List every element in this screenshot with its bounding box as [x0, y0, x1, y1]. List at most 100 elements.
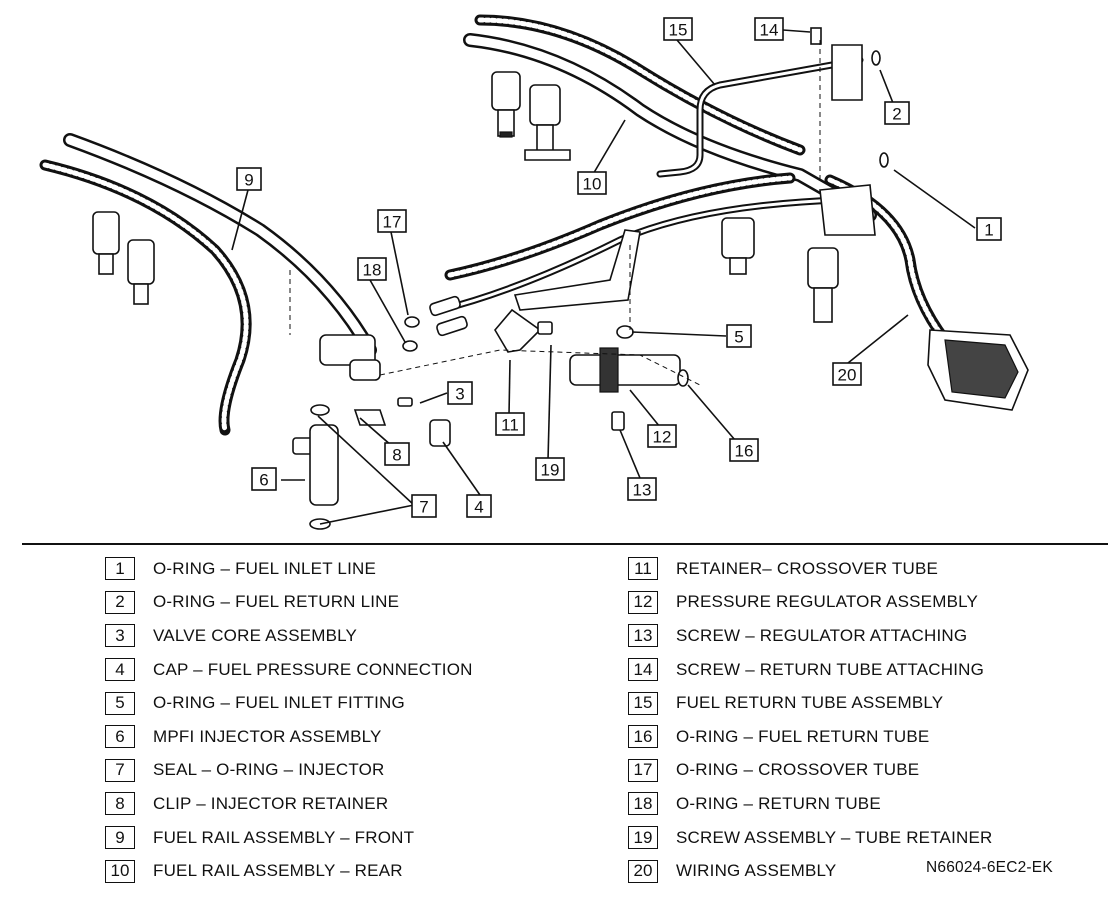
legend-label: VALVE CORE ASSEMBLY: [153, 625, 358, 645]
legend-label: SCREW – REGULATOR ATTACHING: [676, 625, 968, 645]
legend-item-7: 7 SEAL – O-RING – INJECTOR: [105, 754, 473, 788]
legend-number: 11: [628, 557, 658, 581]
callout-11: 11: [495, 412, 525, 436]
svg-text:3: 3: [455, 385, 464, 404]
legend-divider: [22, 543, 1108, 545]
callout-20: 20: [832, 362, 862, 386]
svg-text:8: 8: [392, 446, 401, 465]
callout-3: 3: [447, 381, 473, 405]
svg-text:18: 18: [363, 261, 382, 280]
legend-item-5: 5 O-RING – FUEL INLET FITTING: [105, 686, 473, 720]
legend-label: FUEL RETURN TUBE ASSEMBLY: [676, 693, 944, 713]
legend-number: 8: [105, 792, 135, 816]
legend-number: 3: [105, 624, 135, 648]
legend-item-13: 13 SCREW – REGULATOR ATTACHING: [628, 619, 993, 653]
callout-18: 18: [357, 257, 387, 281]
legend-label: SCREW – RETURN TUBE ATTACHING: [676, 659, 985, 679]
legend-number: 7: [105, 758, 135, 782]
callout-17: 17: [377, 209, 407, 233]
legend-item-20: 20 WIRING ASSEMBLY: [628, 854, 993, 888]
front-injector-2: [127, 239, 155, 305]
legend-number: 18: [628, 792, 658, 816]
legend-label: O-RING – CROSSOVER TUBE: [676, 760, 920, 780]
legend-number: 9: [105, 826, 135, 850]
front-injector-1: [92, 211, 120, 275]
legend-label: FUEL RAIL ASSEMBLY – REAR: [153, 861, 403, 881]
callout-8: 8: [384, 442, 410, 466]
rear-injector-1: [491, 71, 521, 138]
o-ring-crossover-tube: [404, 316, 420, 328]
valve-core: [397, 397, 413, 407]
callout-5: 5: [726, 324, 752, 348]
svg-text:20: 20: [838, 366, 857, 385]
legend-number: 4: [105, 658, 135, 682]
svg-text:2: 2: [892, 105, 901, 124]
legend-label: FUEL RAIL ASSEMBLY – FRONT: [153, 827, 415, 847]
o-ring-fuel-return-tube: [677, 369, 689, 387]
fuel-rail-rear: [463, 14, 877, 323]
legend-item-15: 15 FUEL RETURN TUBE ASSEMBLY: [628, 686, 993, 720]
svg-text:10: 10: [583, 175, 602, 194]
screw-tube-retainer: [537, 321, 553, 335]
o-ring-return-tube: [402, 340, 418, 352]
legend-number: 19: [628, 826, 658, 850]
legend-number: 5: [105, 691, 135, 715]
o-ring-return-line: [871, 50, 881, 66]
legend-number: 14: [628, 658, 658, 682]
callout-10: 10: [577, 171, 607, 195]
svg-text:16: 16: [735, 442, 754, 461]
fuel-return-tube: [656, 27, 881, 178]
callout-14: 14: [754, 17, 784, 41]
callout-12: 12: [647, 424, 677, 448]
legend-number: 2: [105, 590, 135, 614]
legend-item-2: 2 O-RING – FUEL RETURN LINE: [105, 586, 473, 620]
legend-number: 17: [628, 758, 658, 782]
legend-number: 13: [628, 624, 658, 648]
legend-label: WIRING ASSEMBLY: [676, 861, 837, 881]
legend-label: CLIP – INJECTOR RETAINER: [153, 793, 389, 813]
legend-item-14: 14 SCREW – RETURN TUBE ATTACHING: [628, 653, 993, 687]
svg-text:12: 12: [653, 428, 672, 447]
callout-2: 2: [884, 101, 910, 125]
tube-ends: [429, 295, 468, 337]
callout-16: 16: [729, 438, 759, 462]
svg-text:17: 17: [383, 213, 402, 232]
svg-text:7: 7: [419, 498, 428, 517]
crossover-tube: [436, 152, 889, 314]
clip-injector-retainer: [353, 409, 387, 426]
wiring-connector: [927, 329, 1029, 411]
legend-number: 6: [105, 725, 135, 749]
legend-number: 1: [105, 557, 135, 581]
legend-label: PRESSURE REGULATOR ASSEMBLY: [676, 592, 979, 612]
callout-6: 6: [251, 467, 277, 491]
callout-19: 19: [535, 457, 565, 481]
svg-text:9: 9: [244, 171, 253, 190]
svg-text:13: 13: [633, 481, 652, 500]
svg-text:15: 15: [669, 21, 688, 40]
legend-item-4: 4 CAP – FUEL PRESSURE CONNECTION: [105, 653, 473, 687]
retainer-crossover-tube: [494, 308, 542, 353]
legend-label: CAP – FUEL PRESSURE CONNECTION: [153, 659, 473, 679]
legend-item-17: 17 O-RING – CROSSOVER TUBE: [628, 754, 993, 788]
svg-text:11: 11: [501, 416, 519, 435]
legend-number: 20: [628, 859, 658, 883]
svg-text:5: 5: [734, 328, 743, 347]
legend-number: 15: [628, 691, 658, 715]
legend-number: 16: [628, 725, 658, 749]
legend-label: O-RING – FUEL RETURN LINE: [153, 592, 400, 612]
o-ring-fuel-inlet-line: [879, 152, 889, 168]
callout-15: 15: [663, 17, 693, 41]
legend-label: O-RING – FUEL INLET FITTING: [153, 693, 405, 713]
legend-label: SEAL – O-RING – INJECTOR: [153, 760, 385, 780]
